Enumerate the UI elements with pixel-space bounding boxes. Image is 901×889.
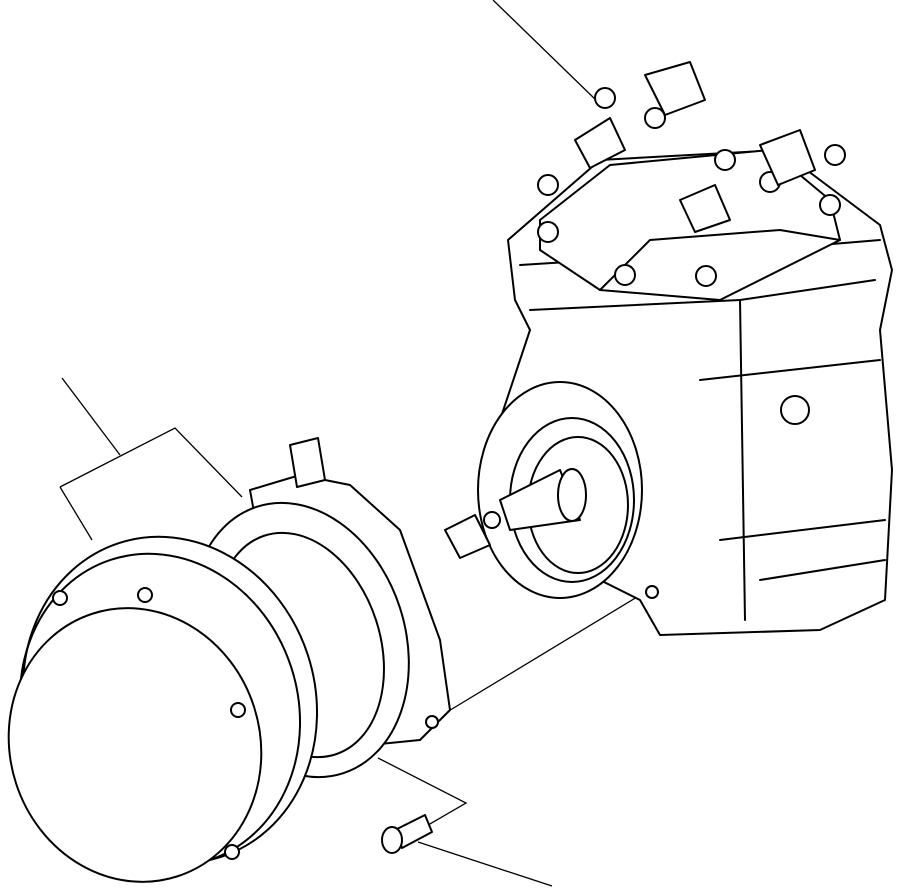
coil-connector: [289, 437, 326, 488]
leader-compressor: [492, 0, 599, 103]
mounting-bolt: [381, 814, 433, 854]
leader-lines: [59, 0, 643, 887]
leader-bolt-hole: [446, 593, 643, 713]
leader-bolt: [417, 841, 553, 887]
leader-clutch-assembly: [61, 377, 121, 456]
clutch-pulley: [7, 535, 319, 883]
oil-plug: [780, 395, 810, 425]
bracket-clutch: [59, 427, 243, 498]
bolt-hole: [645, 585, 659, 599]
shaft-nut: [444, 514, 491, 559]
compressor: [444, 61, 893, 636]
service-fittings: [574, 61, 816, 233]
head-bolts: [537, 87, 846, 287]
bracket-bolt: [377, 757, 468, 826]
